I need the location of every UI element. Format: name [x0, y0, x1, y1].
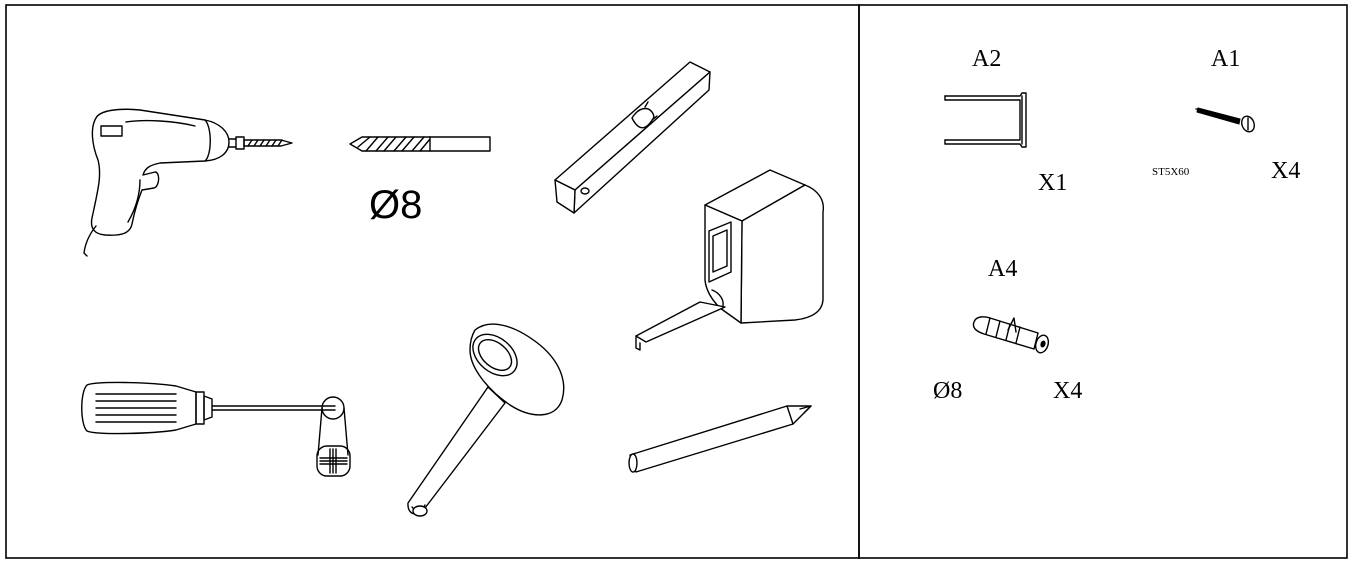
level-icon: [554, 61, 711, 214]
part-a1-code: A1: [1211, 46, 1240, 72]
screw-icon: [1195, 107, 1255, 133]
part-a4-code: A4: [988, 256, 1017, 282]
part-a1-spec: ST5X60: [1152, 166, 1190, 178]
part-a4-quantity: X4: [1053, 378, 1082, 404]
mallet-icon: [407, 323, 565, 517]
part-a2-code: A2: [972, 46, 1001, 72]
wall-anchor-icon: [972, 316, 1050, 354]
pencil-icon: [628, 405, 812, 473]
screwdriver-icon: [81, 381, 351, 477]
drill-icon: [83, 108, 293, 257]
drill-bit-icon: [349, 136, 491, 152]
tape-measure-icon: [635, 169, 825, 351]
part-a1-quantity: X4: [1271, 158, 1300, 184]
part-a4-spec: Ø8: [933, 378, 962, 404]
bracket-icon: [944, 92, 1027, 148]
parts-panel: [858, 4, 1348, 559]
drill-bit-size-label: Ø8: [369, 183, 422, 227]
part-a2-quantity: X1: [1038, 170, 1067, 196]
